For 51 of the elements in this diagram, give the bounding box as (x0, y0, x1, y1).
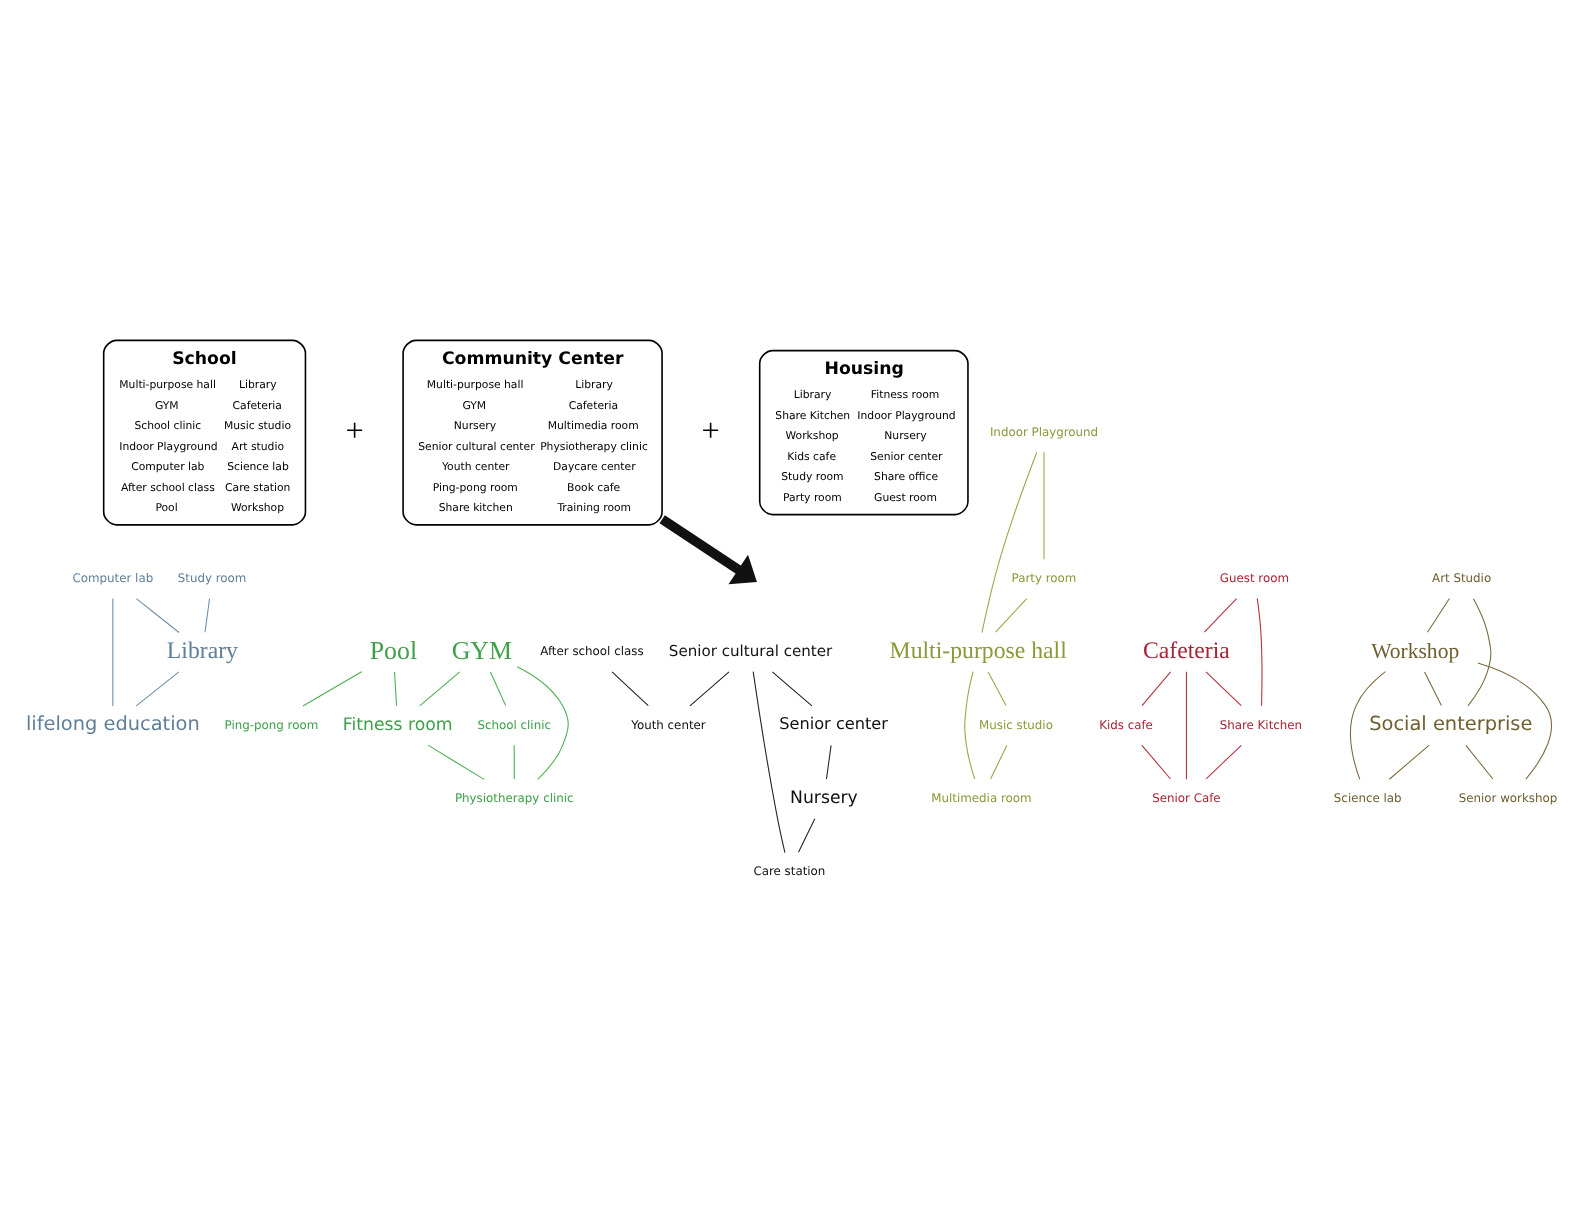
node-text: Senior center (779, 712, 888, 733)
connector (135, 597, 180, 633)
connector (611, 670, 649, 706)
connector (987, 670, 1007, 706)
connector (1388, 743, 1430, 779)
connector (964, 670, 976, 779)
connector (1205, 743, 1242, 779)
connector (1203, 597, 1238, 632)
label: + (701, 413, 720, 448)
label: + (345, 413, 364, 448)
connector (419, 670, 461, 706)
node-text: Social enterprise (1369, 713, 1533, 736)
connector (1465, 743, 1494, 779)
connector (112, 596, 114, 706)
connector (797, 817, 816, 852)
connector (1467, 597, 1492, 706)
connector (752, 670, 786, 853)
connector (204, 597, 211, 632)
arrow (659, 514, 757, 584)
connector (135, 670, 180, 706)
node-text: Cafeteria (1142, 635, 1230, 664)
connector (1185, 670, 1187, 779)
connector (1141, 670, 1172, 706)
connector (990, 743, 1008, 779)
connector (981, 450, 1038, 633)
node-text: Workshop (1371, 638, 1460, 663)
node-text: Multi-purpose hall (889, 635, 1067, 664)
connector (1043, 450, 1045, 559)
node-text: GYM (451, 633, 513, 664)
node-text: Pool (369, 633, 418, 664)
connector (771, 670, 813, 706)
connector (1205, 670, 1242, 706)
connector (1350, 670, 1386, 779)
connector (1256, 596, 1263, 706)
connector (393, 670, 398, 706)
node-text: Library (166, 635, 238, 664)
connector (1477, 661, 1553, 779)
connector (1426, 597, 1450, 632)
connector (513, 743, 515, 779)
connector (302, 670, 363, 706)
connector (1424, 670, 1442, 706)
connector (516, 665, 569, 779)
connector (825, 743, 832, 779)
node-text: Fitness room (342, 714, 453, 735)
connector (427, 743, 485, 779)
connector (1141, 743, 1171, 779)
connector (995, 597, 1028, 632)
connector (489, 670, 507, 706)
node-text: Nursery (789, 787, 858, 808)
node-text: lifelong education (25, 713, 200, 736)
connector (689, 670, 730, 706)
